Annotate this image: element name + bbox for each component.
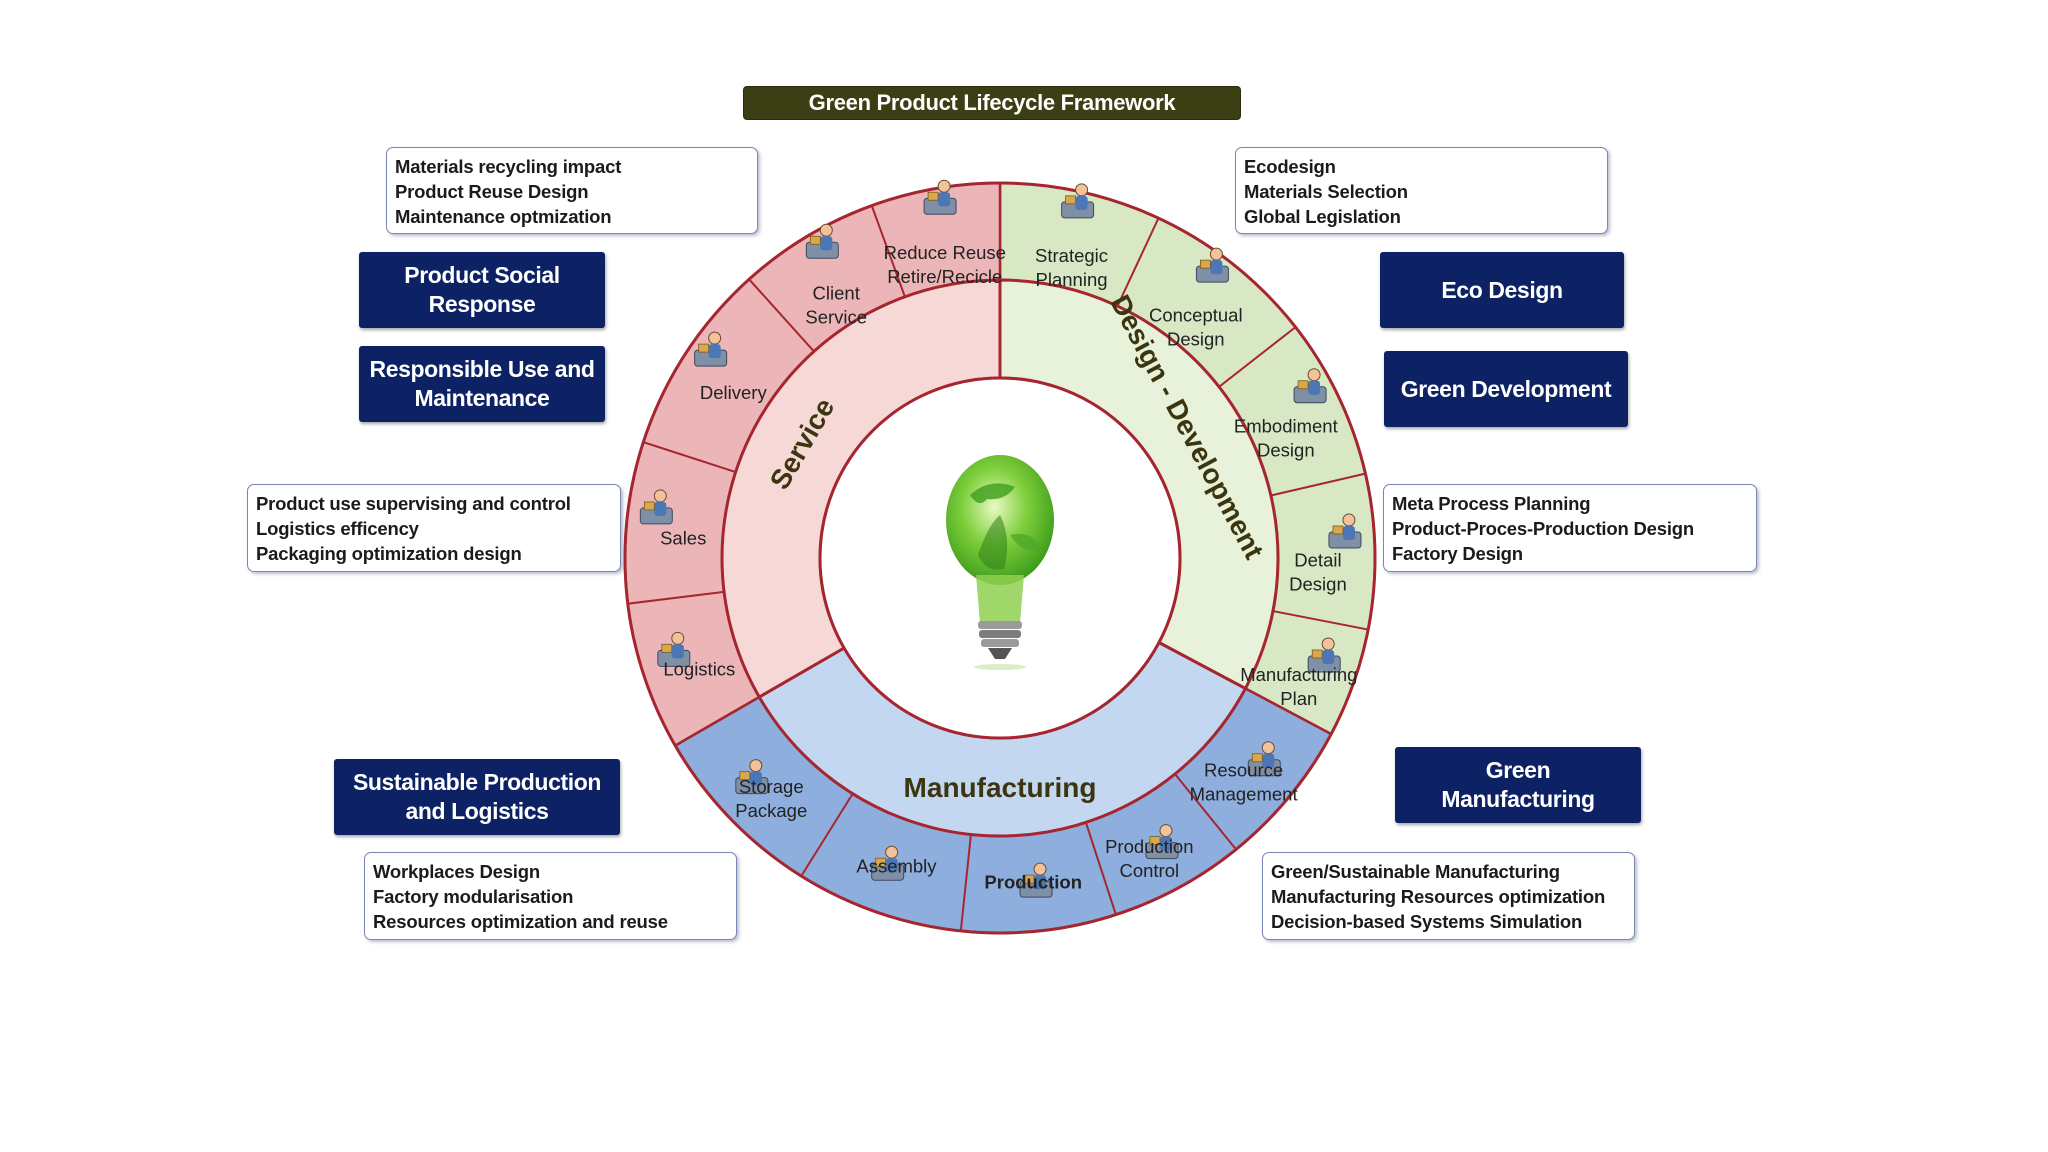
info-line: Global Legislation <box>1244 204 1599 229</box>
logistics-label: Logistics <box>663 659 735 680</box>
info-line: Ecodesign <box>1244 154 1599 179</box>
info-box-mid-left: Product use supervising and control Logi… <box>247 484 621 572</box>
info-line: Factory Design <box>1392 541 1748 566</box>
product-social-response-box: Product Social Response <box>359 252 605 328</box>
info-line: Materials Selection <box>1244 179 1599 204</box>
assembly-label: Assembly <box>856 856 937 877</box>
eco-design-box: Eco Design <box>1380 252 1624 328</box>
info-box-bottom-left: Workplaces Design Factory modularisation… <box>364 852 737 940</box>
info-line: Logistics efficency <box>256 516 612 541</box>
info-box-top-right: Ecodesign Materials Selection Global Leg… <box>1235 147 1608 234</box>
info-line: Meta Process Planning <box>1392 491 1748 516</box>
info-box-bottom-right: Green/Sustainable Manufacturing Manufact… <box>1262 852 1635 940</box>
info-line: Manufacturing Resources optimization <box>1271 884 1626 909</box>
info-line: Product-Proces-Production Design <box>1392 516 1748 541</box>
info-line: Product Reuse Design <box>395 179 749 204</box>
production-label: Production <box>984 871 1082 892</box>
info-line: Materials recycling impact <box>395 154 749 179</box>
green-manufacturing-box: Green Manufacturing <box>1395 747 1641 823</box>
manufacturing-section-label: Manufacturing <box>904 772 1097 803</box>
info-line: Decision-based Systems Simulation <box>1271 909 1626 934</box>
sales-label: Sales <box>660 527 706 548</box>
info-line: Packaging optimization design <box>256 541 612 566</box>
info-line: Maintenance optmization <box>395 204 749 229</box>
responsible-use-box: Responsible Use and Maintenance <box>359 346 605 422</box>
delivery-label: Delivery <box>700 382 768 403</box>
info-box-mid-right: Meta Process Planning Product-Proces-Pro… <box>1383 484 1757 572</box>
green-development-box: Green Development <box>1384 351 1628 427</box>
info-line: Factory modularisation <box>373 884 728 909</box>
info-line: Green/Sustainable Manufacturing <box>1271 859 1626 884</box>
info-line: Workplaces Design <box>373 859 728 884</box>
sustainable-production-box: Sustainable Production and Logistics <box>334 759 620 835</box>
info-box-top-left: Materials recycling impact Product Reuse… <box>386 147 758 234</box>
info-line: Resources optimization and reuse <box>373 909 728 934</box>
info-line: Product use supervising and control <box>256 491 612 516</box>
